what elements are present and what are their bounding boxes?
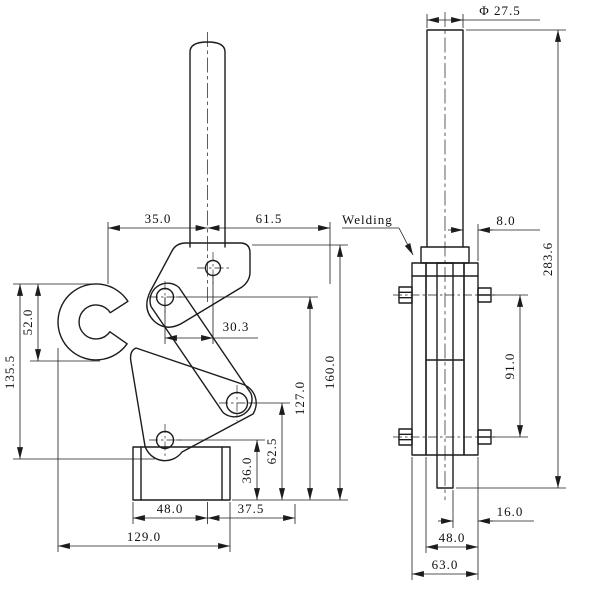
dim-text-8: 8.0 [496,213,515,228]
side-dimensions: Φ 27.5 8.0 Welding 283.6 91.0 [342,3,566,580]
front-dimensions: 35.0 61.5 52.0 135.5 30.3 [2,211,348,552]
dim-text-129: 129.0 [127,529,161,544]
leader-line [398,227,414,256]
handle-bar-side-outline [426,29,464,248]
dim-text-61-5: 61.5 [256,211,283,226]
dim-text-48-side: 48.0 [439,530,466,545]
clamp-arm-outline [129,347,257,462]
right-plate-outline [463,262,479,456]
dim-text-160: 160.0 [322,355,337,389]
mounting-base-outline [132,446,231,501]
side-part-geometry [393,12,497,500]
dim-text-35: 35.0 [145,211,172,226]
clamp-hook-outline [57,283,129,361]
hole-centermarks [149,252,255,456]
clamp-arm-side-outline [436,262,454,489]
dim-text-91: 91.0 [502,353,517,380]
welding-label: Welding [342,212,393,227]
dim-text-63: 63.0 [432,557,459,572]
dim-text-30-3: 30.3 [223,319,250,334]
dim-text-16: 16.0 [497,504,524,519]
dim-text-135-5: 135.5 [2,355,17,389]
side-view: Φ 27.5 8.0 Welding 283.6 91.0 [342,3,566,580]
dim-text-37-5: 37.5 [238,501,265,516]
left-plate-outline [411,262,427,456]
upper-lever-plate-outline [146,242,251,328]
dim-text-52: 52.0 [20,309,35,336]
front-part-geometry [57,32,257,501]
dim-text-48-front: 48.0 [157,501,184,516]
dim-text-dia-27-5: Φ 27.5 [479,3,521,18]
dim-text-62-5: 62.5 [264,438,279,465]
pivot-pins [393,286,497,446]
dim-text-283-6: 283.6 [540,242,555,276]
dim-text-127: 127.0 [292,381,307,415]
dim-text-36: 36.0 [239,457,254,484]
front-view: 35.0 61.5 52.0 135.5 30.3 [2,32,348,552]
